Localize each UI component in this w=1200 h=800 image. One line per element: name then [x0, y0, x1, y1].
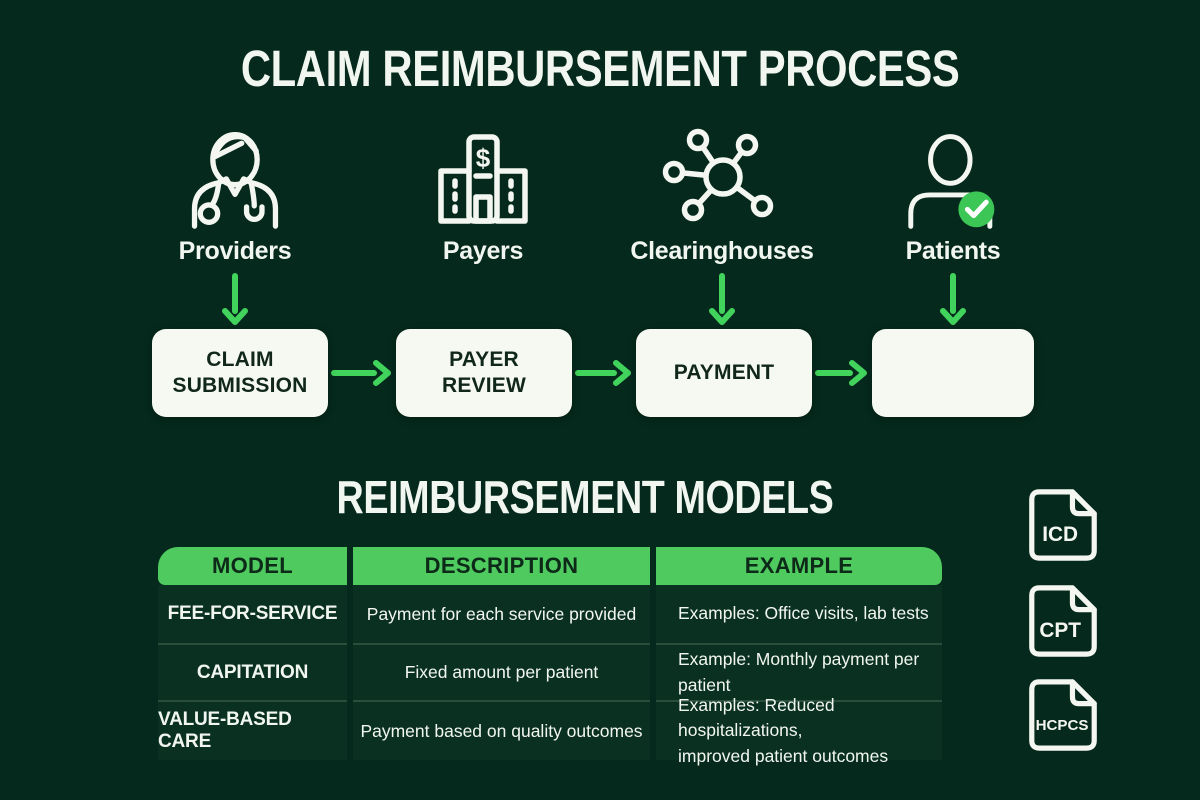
flow-box-payment: PAYMENT	[636, 329, 812, 417]
table-cell-model: FEE-FOR-SERVICE	[158, 585, 347, 643]
flow-box-payer-review: PAYER REVIEW	[396, 329, 572, 417]
flow-box-line: CLAIM	[206, 347, 274, 371]
code-badge-label: HCPCS	[1036, 717, 1089, 734]
doctor-icon	[191, 131, 279, 229]
actor-payers: $ Payers	[383, 124, 583, 266]
table-header-model: MODEL	[158, 547, 347, 585]
table-cell-description: Fixed amount per patient	[353, 643, 650, 700]
code-badge-icd: ICD	[1028, 487, 1098, 563]
table-cell-example: Examples: Reduced hospitalizations, impr…	[656, 695, 942, 766]
actor-label-patients: Patients	[905, 237, 1001, 265]
page-title: CLAIM REIMBURSEMENT PROCESS	[240, 40, 960, 97]
network-hub-icon	[662, 128, 774, 222]
flow-box-line: REVIEW	[441, 374, 527, 397]
table-cell-model: VALUE-BASED CARE	[158, 700, 347, 760]
code-badge-label: ICD	[1042, 523, 1078, 546]
flow-box-line: PAYMENT	[673, 360, 775, 384]
actor-label-providers: Providers	[178, 237, 292, 265]
table-cell-description: Payment based on quality outcomes	[353, 700, 650, 760]
actor-providers: Providers	[135, 124, 335, 266]
section-title: REIMBURSEMENT MODELS	[336, 471, 834, 523]
arrow-down-patients	[940, 273, 966, 325]
hospital-building-icon: $	[438, 134, 528, 224]
flow-box-claim-submission: CLAIM SUBMISSION	[152, 329, 328, 417]
arrow-down-clearinghouses	[709, 273, 735, 325]
flow-box-empty	[872, 329, 1034, 417]
actor-clearinghouses: Clearinghouses	[622, 124, 822, 266]
reimbursement-models-table: MODEL DESCRIPTION EXAMPLE FEE-FOR-SERVIC…	[158, 547, 942, 766]
table-cell-description: Payment for each service provided	[353, 585, 650, 643]
document-icon: CPT	[1029, 585, 1097, 657]
section-title-wrap: REIMBURSEMENT MODELS	[0, 471, 1170, 523]
check-circle-icon	[958, 191, 995, 228]
table-header-description: DESCRIPTION	[353, 547, 650, 585]
code-badge-label: CPT	[1039, 619, 1081, 642]
person-check-icon	[908, 134, 995, 229]
arrow-right-claim-to-review	[331, 360, 391, 386]
svg-text:$: $	[476, 143, 491, 173]
code-badge-cpt: CPT	[1028, 583, 1098, 659]
document-icon: ICD	[1029, 489, 1097, 561]
table-header-example: EXAMPLE	[656, 547, 942, 585]
actor-patients: Patients	[853, 124, 1053, 266]
flow-box-line: PAYER	[449, 347, 519, 371]
table-cell-example: Examples: Office visits, lab tests	[656, 585, 942, 643]
document-icon: HCPCS	[1029, 679, 1097, 751]
flow-box-line: SUBMISSION	[172, 374, 308, 397]
actor-label-clearinghouses: Clearinghouses	[630, 237, 814, 265]
arrow-down-providers	[222, 273, 248, 325]
arrow-right-payment-to-final	[815, 360, 867, 386]
page-title-wrap: CLAIM REIMBURSEMENT PROCESS	[0, 42, 1200, 96]
arrow-right-review-to-payment	[575, 360, 631, 386]
table-cell-model: CAPITATION	[158, 643, 347, 700]
code-badge-hcpcs: HCPCS	[1028, 677, 1098, 753]
table-cell-example: Example: Monthly payment per patient	[656, 643, 942, 700]
actor-label-payers: Payers	[442, 237, 524, 265]
